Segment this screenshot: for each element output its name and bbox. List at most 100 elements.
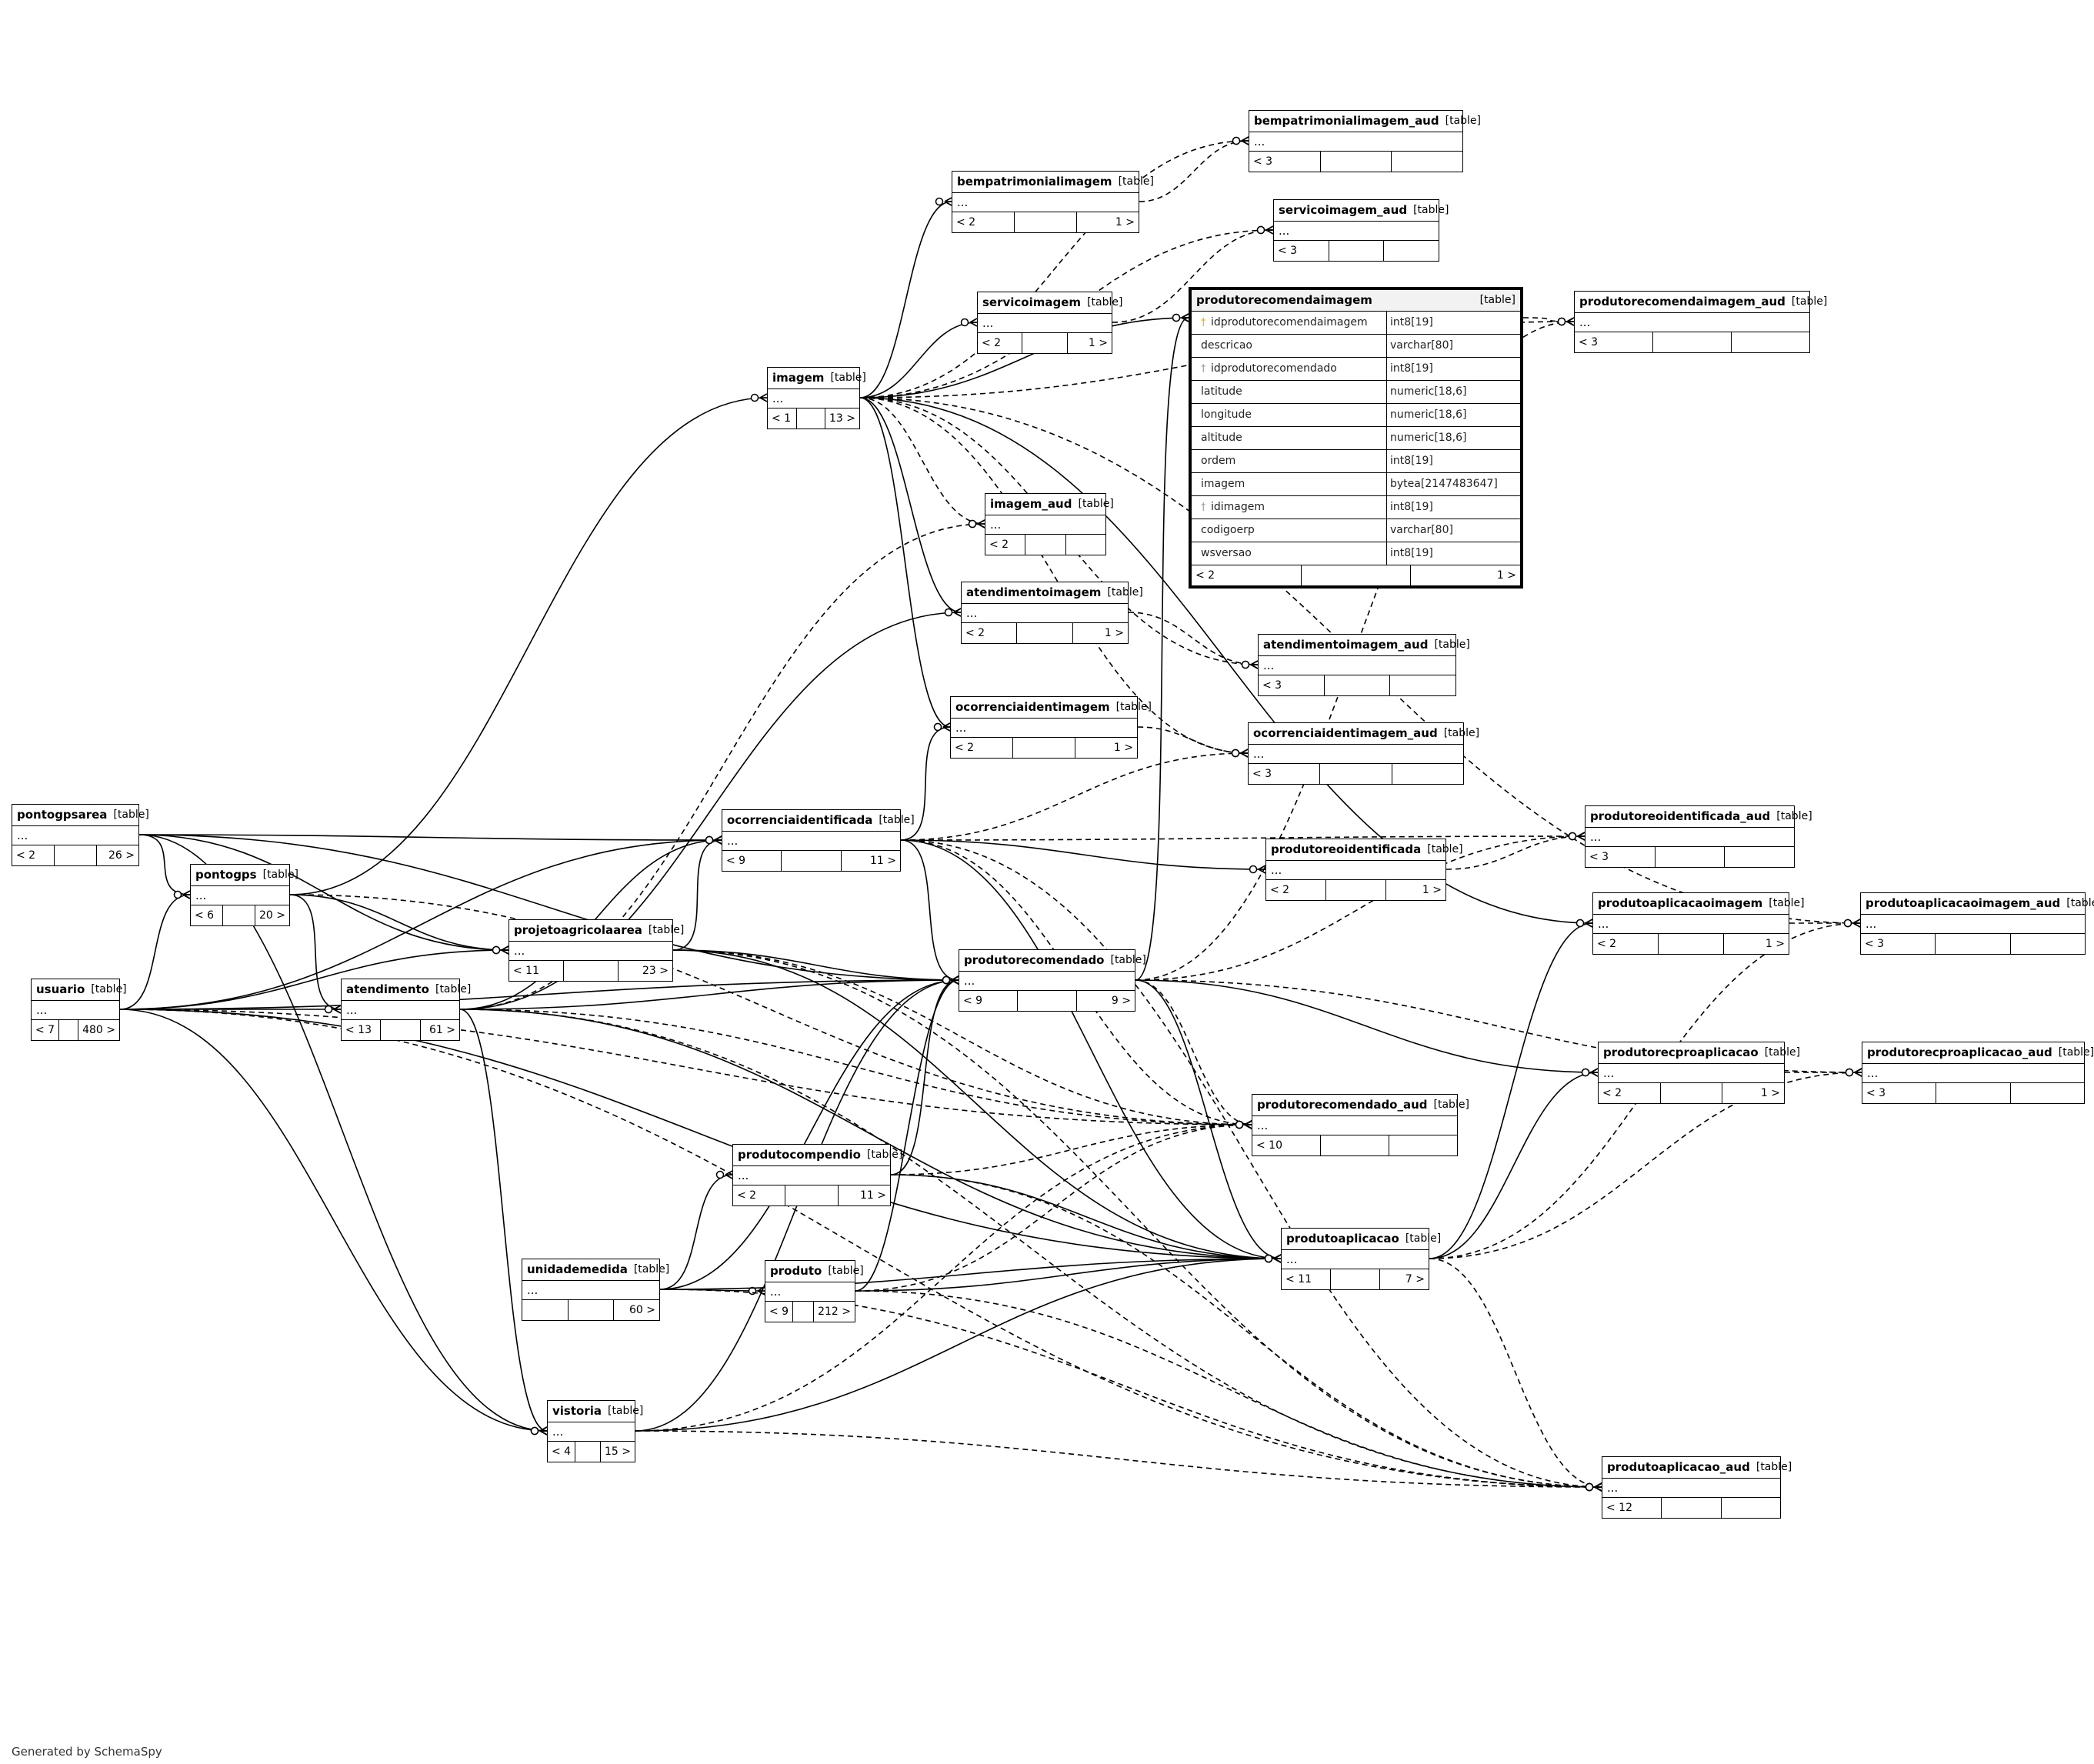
table-name: projetoagricolaarea — [514, 923, 642, 937]
footer-cell — [1302, 565, 1412, 585]
edge-atendimento-to-produtorecomendado — [459, 979, 959, 1010]
table-imagem_aud[interactable]: imagem_aud[table]...< 2 — [985, 493, 1114, 555]
table-unidademedida[interactable]: unidademedida[table]...60 > — [522, 1259, 669, 1321]
footer-cell — [1326, 880, 1386, 900]
parent-count: < 1 — [768, 408, 797, 428]
edge-pontogps-to-imagem — [289, 397, 768, 895]
column-name: †idimagem — [1192, 496, 1387, 519]
column-name-text: wsversao — [1201, 547, 1252, 559]
column-name-text: latitude — [1201, 385, 1242, 398]
footer-cell — [59, 1020, 79, 1040]
table-produtorecomendado_aud[interactable]: produtorecomendado_aud[table]...< 10 — [1252, 1094, 1469, 1156]
optional-marker — [173, 890, 182, 899]
table-type: [table] — [1405, 1232, 1442, 1245]
table-produtorecomendaimagem[interactable]: produtorecomendaimagem[table]†idprodutor… — [1189, 287, 1523, 589]
table-footer: < 2 — [985, 535, 1105, 555]
table-produtoreoidentificada_aud[interactable]: produtoreoidentificada_aud[table]...< 3 — [1585, 805, 1812, 868]
column-name: longitude — [1192, 404, 1387, 426]
child-count: 15 > — [605, 1446, 631, 1458]
table-type: [table] — [648, 924, 685, 936]
table-type: [table] — [1791, 295, 1828, 308]
table-produtoaplicacaoimagem_aud[interactable]: produtoaplicacaoimagem_aud[table]...< 3 — [1860, 892, 2094, 955]
table-produtorecomendaimagem_aud[interactable]: produtorecomendaimagem_aud[table]...< 3 — [1574, 291, 1827, 353]
child-count: 20 > — [259, 909, 285, 922]
table-produtoaplicacao_aud[interactable]: produtoaplicacao_aud[table]...< 12 — [1602, 1456, 1792, 1519]
table-servicoimagem_aud[interactable]: servicoimagem_aud[table]...< 3 — [1273, 199, 1449, 262]
optional-marker — [1232, 136, 1241, 145]
edge-pontogps-to-atendimento — [289, 894, 342, 1010]
optional-marker — [324, 1005, 333, 1014]
crows-foot-marker — [1273, 1254, 1282, 1263]
table-header: produtorecomendado_aud[table] — [1252, 1095, 1469, 1116]
table-header: produtorecproaplicacao_aud[table] — [1862, 1042, 2094, 1064]
generator-credit: Generated by SchemaSpy — [12, 1745, 162, 1759]
column-name: wsversao — [1192, 542, 1387, 565]
table-bempatrimonialimagem_aud[interactable]: bempatrimonialimagem_aud[table]...< 3 — [1249, 110, 1481, 172]
table-columns-collapsed: ... — [978, 314, 1112, 333]
parent-count: < 10 — [1252, 1135, 1321, 1155]
table-type: [table] — [1087, 296, 1123, 308]
edge-produto-to-produtoaplicacao_aud — [855, 1290, 1602, 1488]
child-count — [2011, 934, 2085, 954]
table-footer: < 3 — [1249, 764, 1463, 784]
child-count — [1732, 332, 1809, 352]
table-type: [table] — [1107, 586, 1143, 599]
table-columns-collapsed: ... — [32, 1001, 119, 1020]
crows-foot-marker — [759, 393, 768, 402]
crows-foot-marker — [1244, 1120, 1252, 1129]
table-name: atendimentoimagem — [966, 585, 1102, 599]
parent-count: < 3 — [1259, 675, 1325, 695]
column-name-text: longitude — [1201, 408, 1252, 421]
table-name: produtocompendio — [738, 1148, 861, 1162]
edge-imagem-to-ocorrenciaidentimagem — [859, 397, 951, 728]
table-produtorecproaplicacao_aud[interactable]: produtorecproaplicacao_aud[table]...< 3 — [1862, 1042, 2094, 1104]
crows-foot-marker — [1265, 225, 1274, 235]
table-footer: < 3 — [1274, 241, 1439, 261]
table-header: imagem[table] — [768, 368, 866, 389]
table-atendimentoimagem_aud[interactable]: atendimentoimagem_aud[table]...< 3 — [1258, 634, 1470, 696]
edge-produtoaplicacao-to-produtorecproaplicacao_aud — [1429, 1072, 1862, 1259]
edge-pontogps-to-projetoagricolaarea — [289, 894, 509, 951]
table-header: produtoaplicacao_aud[table] — [1602, 1457, 1792, 1479]
footer-cell — [1017, 623, 1073, 643]
table-ocorrenciaidentimagem_aud[interactable]: ocorrenciaidentimagem_aud[table]...< 3 — [1248, 722, 1479, 785]
table-footer: < 3 — [1586, 847, 1794, 867]
child-count — [1725, 847, 1794, 867]
